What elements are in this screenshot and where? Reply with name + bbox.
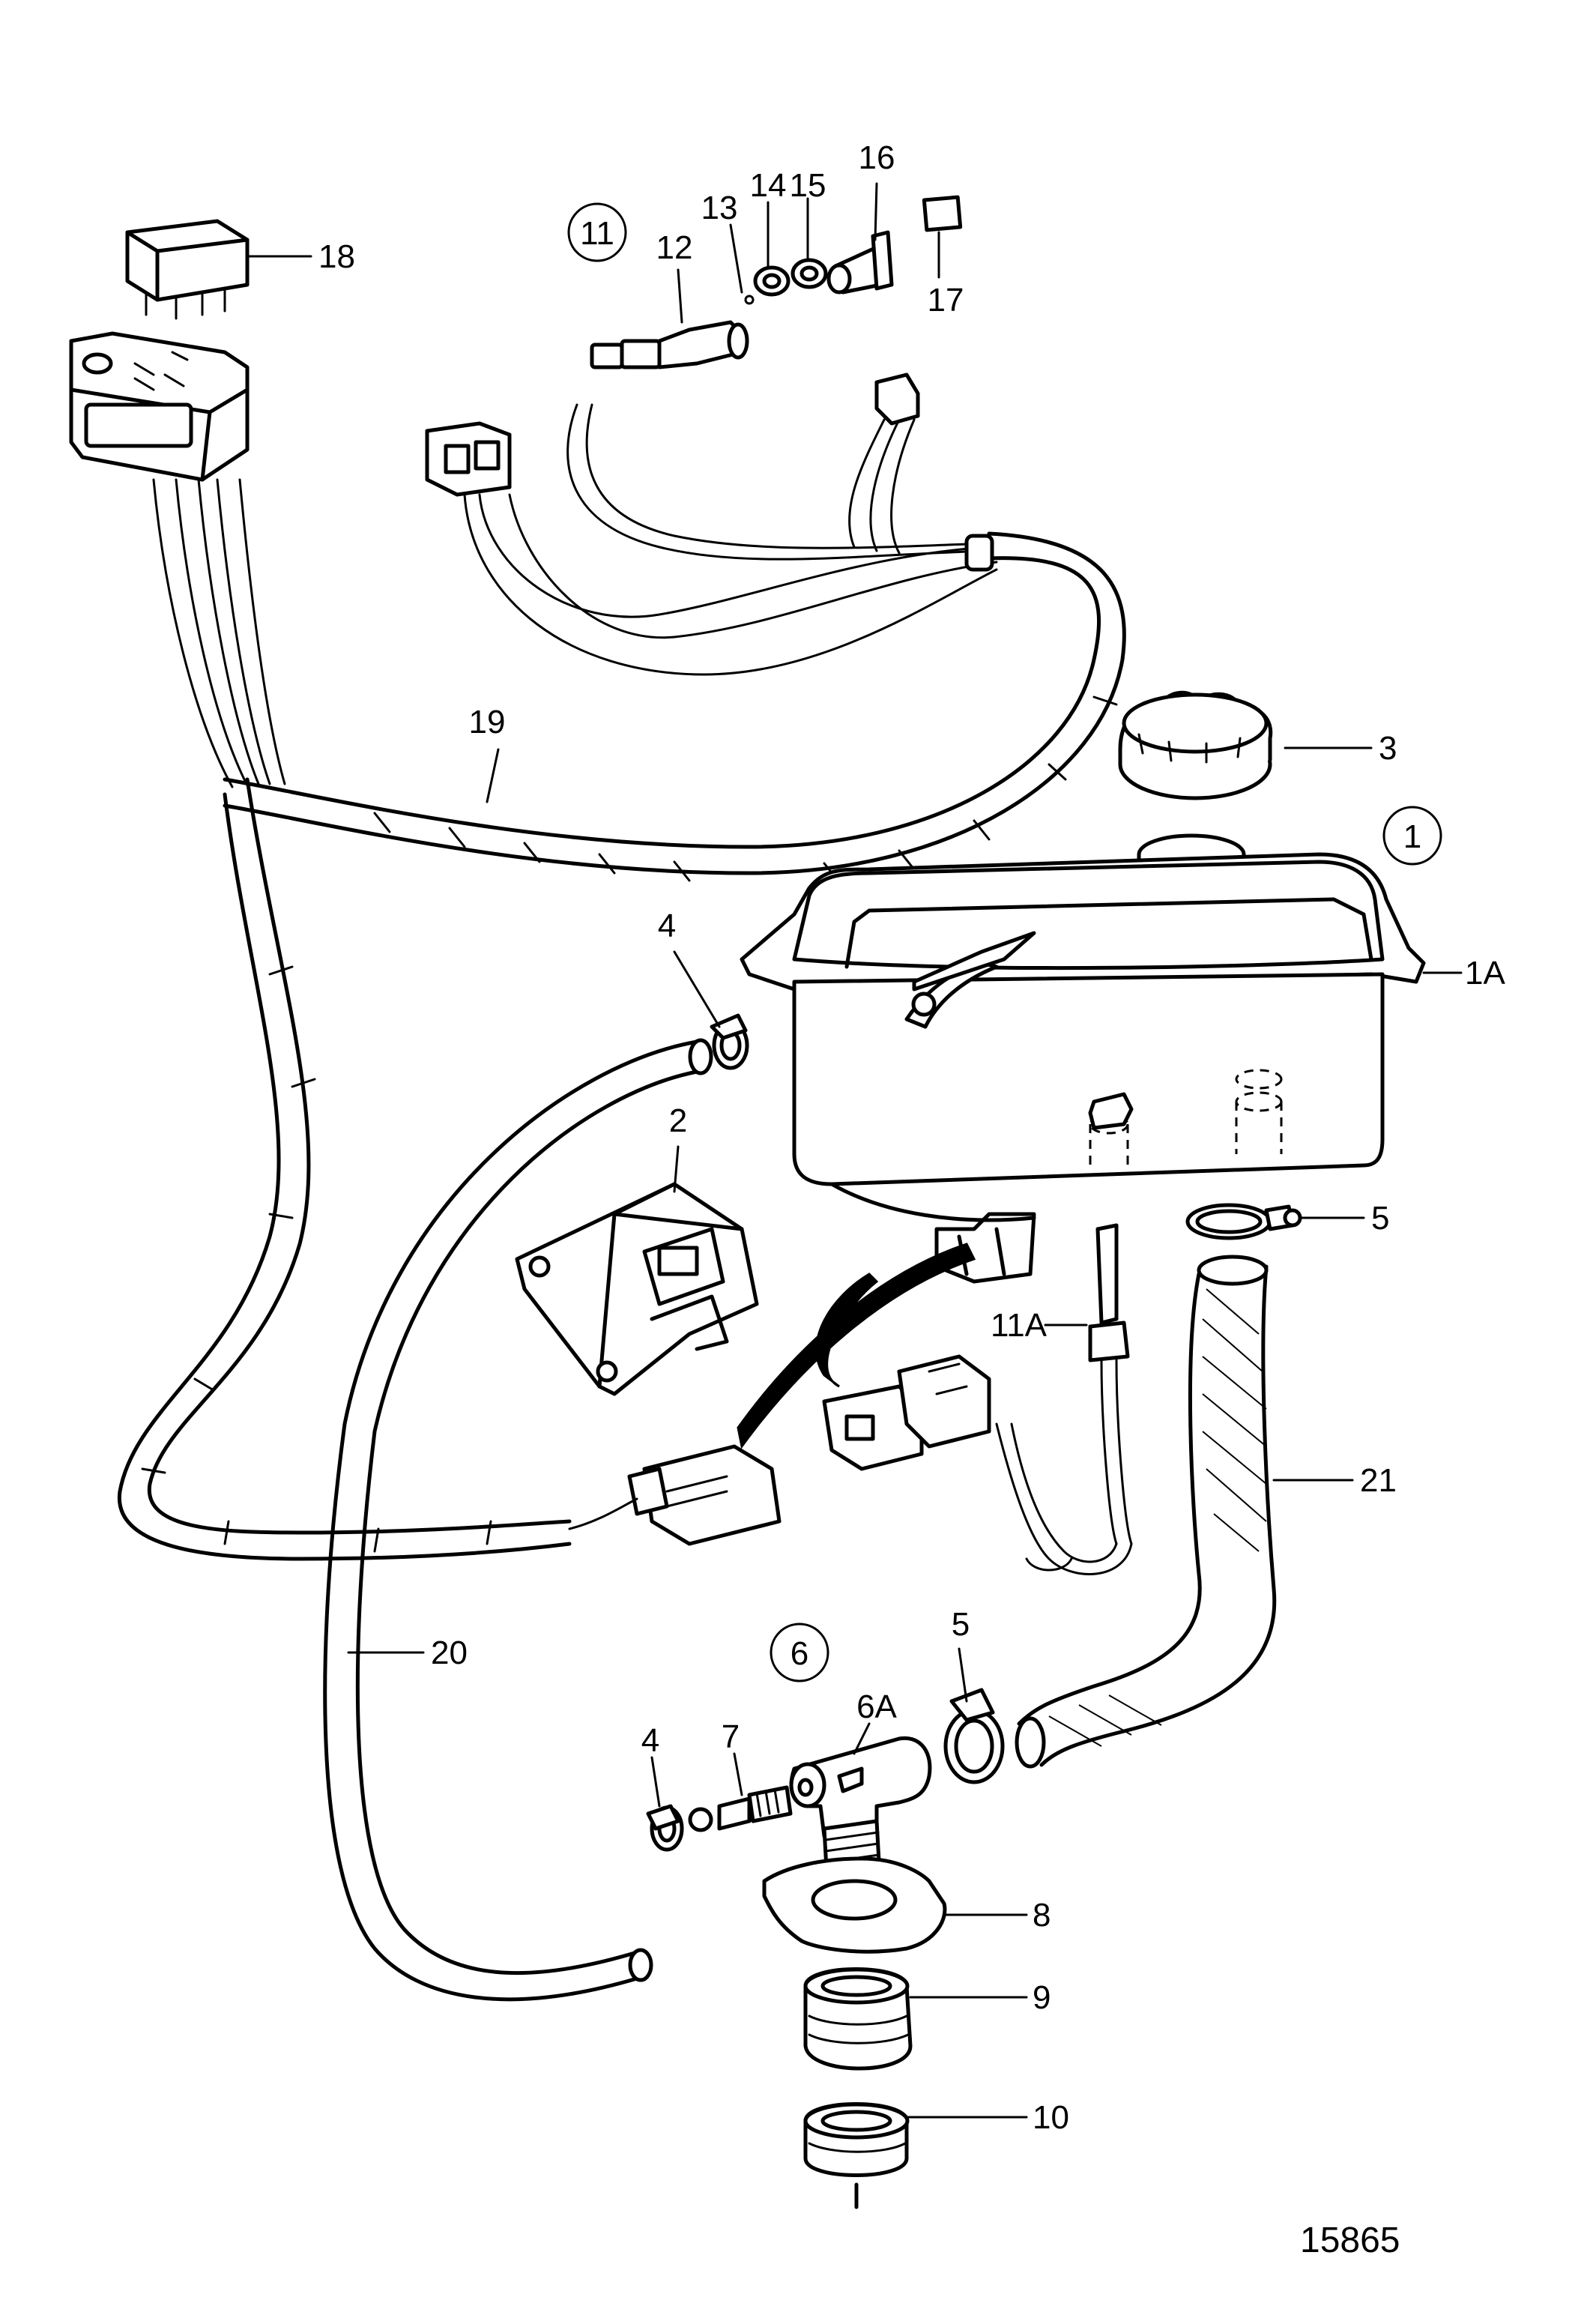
hose-clamp-5-bottom [943, 1688, 1005, 1784]
callout-circle-6 [770, 1623, 829, 1682]
tee-fitting [789, 1736, 932, 1838]
callout-6: 6 [791, 1635, 808, 1672]
relay-socket [69, 331, 250, 482]
expansion-tank [740, 833, 1426, 1284]
leader-lines [246, 182, 1463, 2119]
tank-bracket [515, 1182, 759, 1396]
callout-2: 2 [669, 1102, 687, 1139]
detail-arrow-left [737, 1243, 976, 1449]
callout-9: 9 [1033, 1979, 1051, 2016]
callout-21: 21 [1360, 1462, 1397, 1499]
flange-nut [762, 1856, 947, 1954]
callout-10: 10 [1033, 2099, 1069, 2136]
callout-labels: 18 11 12 13 14 15 16 17 19 3 1 1A 4 2 5 … [318, 139, 1505, 2260]
callout-20: 20 [431, 1635, 468, 1671]
callout-17: 17 [928, 282, 964, 319]
drawing-number: 15865 [1300, 2221, 1400, 2260]
adapter [803, 1967, 913, 2071]
callout-circle-11 [567, 202, 627, 262]
callout-7: 7 [722, 1718, 740, 1755]
level-switch-assembly [425, 195, 963, 497]
wiring-harness [117, 403, 1126, 1561]
callout-6A: 6A [856, 1688, 897, 1725]
hose-clamp-4-top [710, 1013, 749, 1070]
callout-4-top: 4 [658, 908, 676, 944]
callout-15: 15 [790, 167, 826, 204]
seal [803, 2102, 910, 2209]
callout-11: 11 [580, 215, 614, 252]
callout-5-bottom: 5 [952, 1606, 970, 1643]
level-sensor [995, 1092, 1134, 1575]
callout-16: 16 [859, 139, 895, 176]
hose-20 [323, 1038, 713, 2002]
callout-18: 18 [318, 238, 355, 275]
sensor-connector [822, 1354, 991, 1471]
callout-14: 14 [750, 167, 787, 204]
callout-1A: 1A [1465, 955, 1505, 992]
callout-5-top: 5 [1371, 1200, 1389, 1237]
hose-clamp-4-bottom [646, 1804, 684, 1852]
hose-clamp-5-top [1185, 1203, 1302, 1240]
nipple [688, 1785, 793, 1832]
callout-12: 12 [656, 229, 693, 266]
callout-3: 3 [1379, 730, 1397, 767]
callout-11A: 11A [991, 1307, 1048, 1344]
callout-4-bottom: 4 [641, 1722, 659, 1759]
relay [125, 219, 250, 320]
callout-19: 19 [469, 704, 506, 740]
filler-cap [1118, 690, 1273, 800]
callout-8: 8 [1033, 1897, 1051, 1934]
detail-arrow-right [815, 1273, 879, 1388]
callout-1: 1 [1403, 818, 1421, 855]
harness-connector [568, 1444, 782, 1546]
callout-13: 13 [701, 190, 738, 226]
hose-21 [1015, 1255, 1277, 1769]
callout-circle-1 [1382, 806, 1442, 866]
